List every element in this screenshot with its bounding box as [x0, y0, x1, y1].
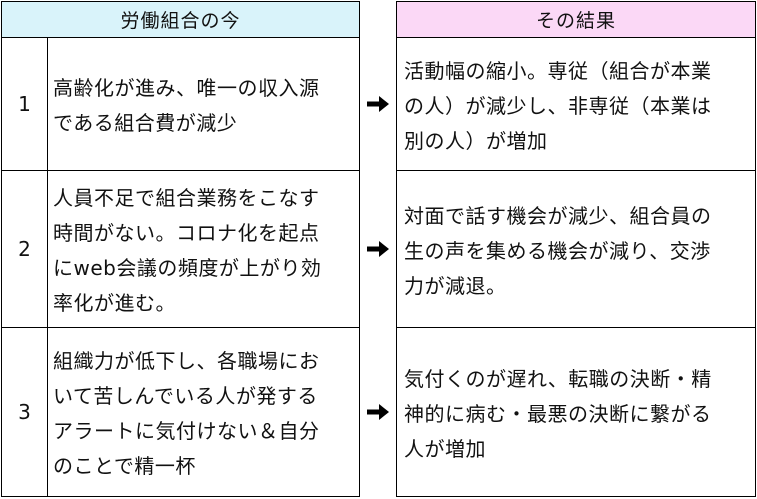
- row-2-result-line: 対面で話す機会が減少、組合員の: [404, 203, 712, 228]
- row-2-current-line: 率化が進む。: [53, 291, 176, 315]
- row-1-current-cell: 高齢化が進み、唯一の収入源 である組合費が減少: [47, 37, 360, 171]
- row-3-result-line: 人が増加: [404, 436, 486, 461]
- row-3-current-line: いて苦しんでいる人が発する: [53, 384, 318, 408]
- row-1-result-cell: 活動幅の縮小。専従（組合が本業 の人）が減少し、非専従（本業は 別の人）が増加: [396, 37, 756, 171]
- right-arrow-icon: [364, 92, 392, 116]
- row-3-current-cell: 組織力が低下し、各職場にお いて苦しんでいる人が発する アラートに気付けない＆自…: [47, 327, 360, 497]
- row-2-current-line: 人員不足で組合業務をこなす: [53, 186, 320, 210]
- row-3-result-cell: 気付くのが遅れ、転職の決断・精 神的に病む・最悪の決断に繋がる 人が増加: [396, 327, 756, 497]
- row-number-label: 1: [18, 92, 31, 116]
- row-1-result-line: 活動幅の縮小。専従（組合が本業: [404, 58, 712, 83]
- row-2-result-line: 生の声を集める機会が減り、交渉: [404, 238, 711, 263]
- row-1-result-line: の人）が減少し、非専従（本業は: [404, 93, 712, 118]
- row-1-number: 1: [1, 37, 48, 171]
- row-number-label: 2: [18, 237, 31, 261]
- row-2-current-line: にweb会議の頻度が上がり効: [53, 256, 322, 280]
- row-3-number: 3: [1, 327, 48, 497]
- row-number-label: 3: [18, 400, 31, 424]
- row-2-result-line: 力が減退。: [404, 273, 507, 298]
- row-3-result-line: 神的に病む・最悪の決断に繋がる: [404, 401, 712, 426]
- right-arrow-icon: [364, 237, 392, 261]
- row-3-current-line: のことで精一杯: [53, 454, 196, 478]
- header-result-label: その結果: [535, 10, 616, 32]
- row-1-result-line: 別の人）が増加: [404, 128, 548, 153]
- row-2-current-line: 時間がない。コロナ化を起点: [53, 221, 320, 245]
- row-3-current-line: アラートに気付けない＆自分: [53, 419, 320, 443]
- right-arrow-icon: [364, 400, 392, 424]
- row-1-current-line: である組合費が減少: [53, 111, 238, 135]
- row-2-result-cell: 対面で話す機会が減少、組合員の 生の声を集める機会が減り、交渉 力が減退。: [396, 170, 756, 328]
- header-current-situation: 労働組合の今: [1, 1, 360, 38]
- row-2-current-cell: 人員不足で組合業務をこなす 時間がない。コロナ化を起点 にweb会議の頻度が上が…: [47, 170, 360, 328]
- row-3-current-line: 組織力が低下し、各職場にお: [53, 349, 320, 373]
- row-3-result-line: 気付くのが遅れ、転職の決断・精: [404, 366, 712, 391]
- row-2-number: 2: [1, 170, 48, 328]
- header-current-situation-label: 労働組合の今: [120, 10, 241, 32]
- header-result: その結果: [396, 1, 756, 38]
- row-1-current-line: 高齢化が進み、唯一の収入源: [53, 76, 320, 100]
